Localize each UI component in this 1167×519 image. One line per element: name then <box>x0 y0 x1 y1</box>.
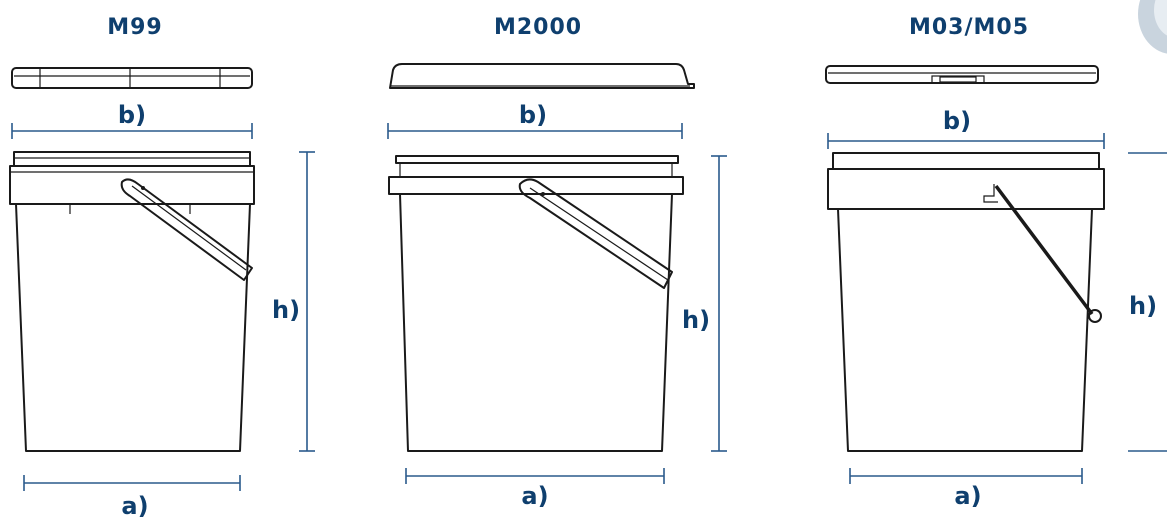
dimension-h-m2000: h) <box>682 155 727 452</box>
lid-m2000 <box>389 63 695 89</box>
lid-m03-m05 <box>825 65 1099 84</box>
bucket-m03-m05: M03/M05 b) h) <box>825 15 1167 510</box>
dimension-b-m03-m05: b) <box>827 107 1105 149</box>
dimension-h-m99: h) <box>272 151 315 452</box>
dimension-h-m03-m05: h) <box>1128 152 1167 452</box>
bucket-m99: M99 b) <box>9 15 315 519</box>
title-m99: M99 <box>107 15 163 40</box>
body-m99 <box>9 151 255 452</box>
label-b-m99: b) <box>118 101 146 129</box>
label-a-m2000: a) <box>521 482 548 510</box>
label-b-m03-m05: b) <box>943 107 971 135</box>
label-a-m03-m05: a) <box>954 482 981 510</box>
label-b-m2000: b) <box>519 101 547 129</box>
body-m2000 <box>388 155 684 452</box>
label-h-m03-m05: h) <box>1129 292 1157 320</box>
lid-m99 <box>11 67 253 89</box>
dimension-a-m99: a) <box>23 475 241 519</box>
dimension-a-m03-m05: a) <box>849 468 1083 510</box>
bucket-m2000: M2000 b) h <box>387 15 727 510</box>
title-m2000: M2000 <box>494 15 582 40</box>
label-h-m99: h) <box>272 296 300 324</box>
body-m03-m05 <box>827 152 1105 452</box>
dimension-b-m99: b) <box>11 101 253 139</box>
cropped-photo-corner <box>1138 0 1167 54</box>
dimension-b-m2000: b) <box>387 101 683 139</box>
label-a-m99: a) <box>121 492 148 519</box>
title-m03-m05: M03/M05 <box>909 15 1029 40</box>
label-h-m2000: h) <box>682 306 710 334</box>
dimension-a-m2000: a) <box>405 468 665 510</box>
